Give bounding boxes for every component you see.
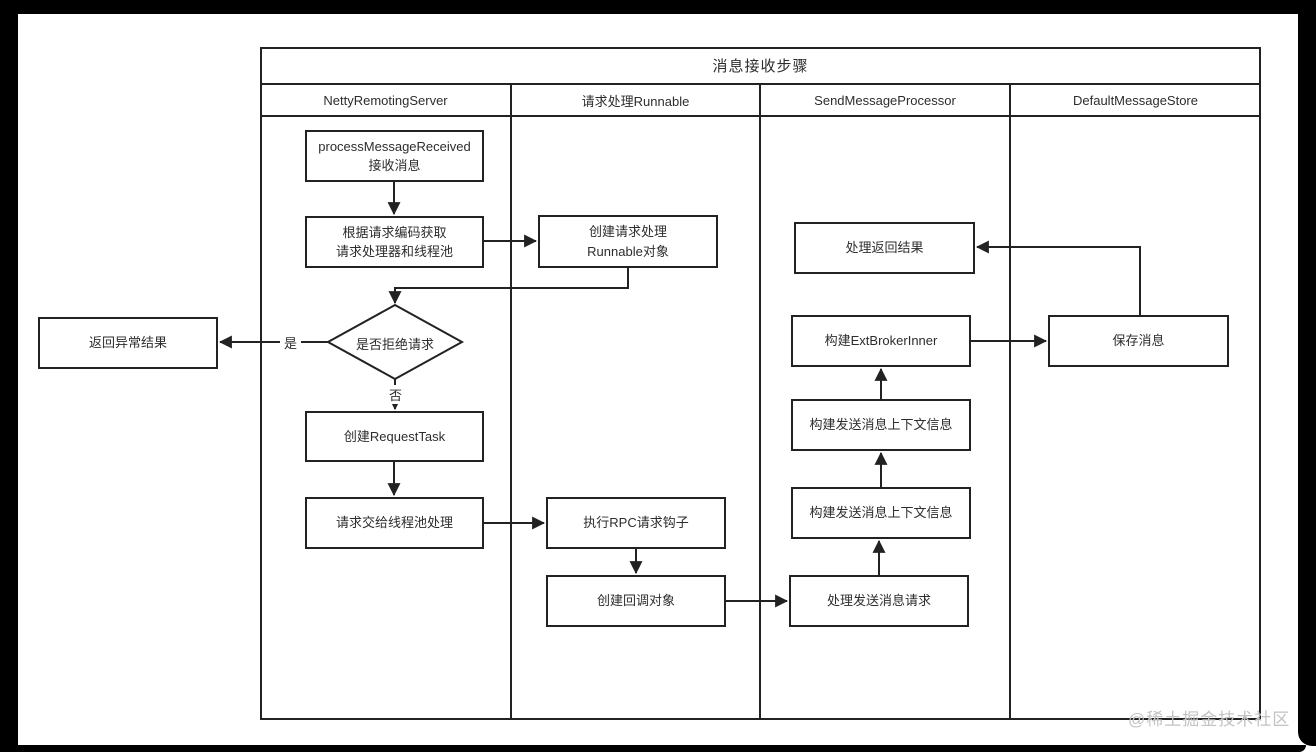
frame-band-right — [1298, 0, 1316, 746]
lane-header-sendmessageprocessor: SendMessageProcessor — [814, 93, 956, 108]
node-run-rpc-hook: 执行RPC请求钩子 — [546, 497, 726, 549]
node-get-processor-threadpool: 根据请求编码获取 请求处理器和线程池 — [305, 216, 484, 268]
node-create-callback: 创建回调对象 — [546, 575, 726, 627]
title-separator — [260, 83, 1261, 85]
frame-band-left — [0, 0, 18, 746]
node-handle-return-result: 处理返回结果 — [794, 222, 975, 274]
arrow-runnable-to-decision — [388, 268, 629, 305]
node-submit-threadpool: 请求交给线程池处理 — [305, 497, 484, 549]
node-build-ext-broker-inner: 构建ExtBrokerInner — [791, 315, 971, 367]
node-reject-decision-label: 是否拒绝请求 — [355, 337, 434, 352]
frame-band-bottom — [0, 745, 1306, 752]
frame-band-top — [0, 0, 1316, 14]
lane-divider-3 — [1009, 85, 1011, 720]
node-process-message-received: processMessageReceived 接收消息 — [305, 130, 484, 182]
node-build-send-context-lower: 构建发送消息上下文信息 — [791, 487, 971, 539]
node-save-message: 保存消息 — [1048, 315, 1229, 367]
node-build-send-context-upper: 构建发送消息上下文信息 — [791, 399, 971, 451]
lane-header-nettyremotingserver: NettyRemotingServer — [323, 93, 448, 108]
node-create-request-task: 创建RequestTask — [305, 411, 484, 462]
node-return-exception: 返回异常结果 — [38, 317, 218, 369]
node-create-runnable: 创建请求处理 Runnable对象 — [538, 215, 718, 268]
watermark: @稀土掘金技术社区 — [1128, 710, 1291, 729]
lane-header-defaultmessagestore: DefaultMessageStore — [1072, 93, 1198, 108]
edge-label-no: 否 — [385, 385, 407, 404]
diagram-title: 消息接收步骤 — [712, 58, 809, 75]
lane-divider-1 — [510, 85, 512, 720]
edge-label-yes: 是 — [280, 333, 302, 352]
lane-header-runnable: 请求处理Runnable — [581, 94, 690, 109]
decision-diamond — [325, 303, 465, 381]
arrow-save-to-result — [975, 240, 1141, 315]
node-handle-send-request: 处理发送消息请求 — [789, 575, 969, 627]
lane-divider-2 — [759, 85, 761, 720]
